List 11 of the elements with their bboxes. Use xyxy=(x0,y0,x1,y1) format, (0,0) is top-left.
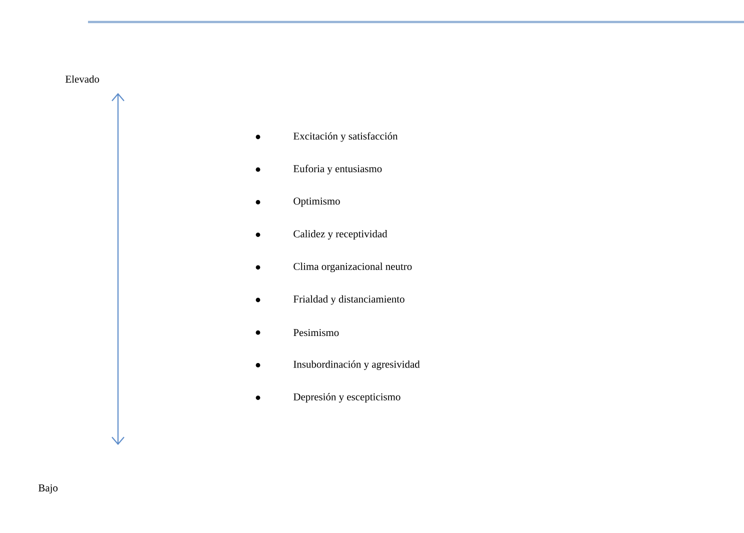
list-item: Clima organizacional neutro xyxy=(256,262,412,272)
list-item: Pesimismo xyxy=(256,329,339,336)
list-item: Frialdad y distanciamiento xyxy=(256,295,404,305)
list-item: Insubordinación y agresividad xyxy=(256,360,420,370)
list-item: Calidez y receptividad xyxy=(256,230,388,240)
scale-label: Elevado xyxy=(66,75,100,83)
list-item: Euforia y entusiasmo xyxy=(256,164,382,174)
scale-label: Bajo xyxy=(38,484,58,494)
list-item: Optimismo xyxy=(256,198,340,207)
list-item: Excitación y satisfacción xyxy=(256,132,398,142)
list-item: Depresión y escepticismo xyxy=(256,393,400,403)
